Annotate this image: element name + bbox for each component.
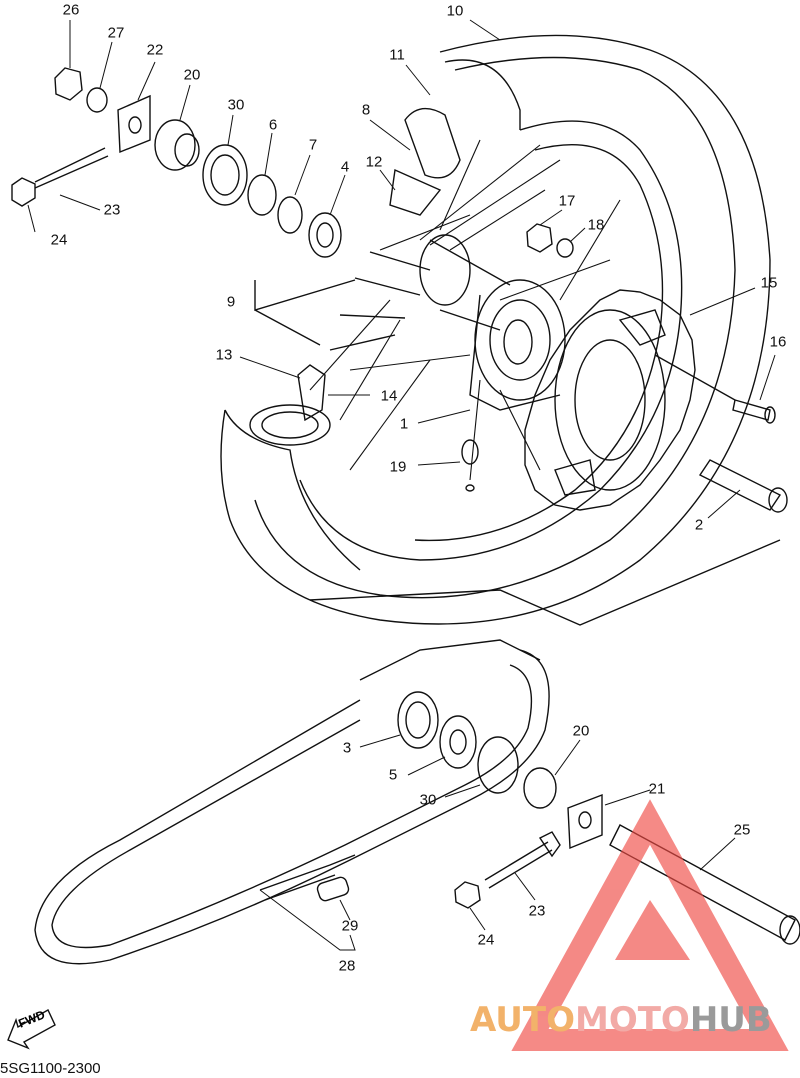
callout-11: 11	[389, 46, 405, 64]
callout-3: 3	[342, 739, 352, 757]
sprocket-nut	[526, 223, 574, 258]
callout-7: 7	[308, 136, 318, 154]
callout-25: 25	[733, 821, 751, 839]
wheel-spokes	[309, 139, 621, 481]
callout-19: 19	[389, 458, 407, 476]
section-divider-2	[359, 639, 541, 681]
left-side-parts	[11, 67, 342, 258]
section-divider	[309, 539, 781, 626]
callout-26: 26	[62, 1, 80, 19]
callout-28: 28	[338, 957, 356, 975]
drive-chain	[34, 649, 550, 965]
callout-30-lower: 30	[419, 791, 437, 809]
rear-axle	[609, 824, 800, 945]
callout-8: 8	[361, 101, 371, 119]
callout-21: 21	[648, 780, 666, 798]
callout-20-lower: 20	[572, 722, 590, 740]
callout-22: 22	[146, 41, 164, 59]
callout-15: 15	[760, 274, 778, 292]
callout-30: 30	[227, 96, 245, 114]
callout-13: 13	[215, 346, 233, 364]
fwd-arrow-icon	[7, 1009, 56, 1050]
spoke-nipples	[254, 251, 431, 351]
callout-23-lower: 23	[528, 902, 546, 920]
rim-lock	[389, 107, 461, 216]
callout-12: 12	[365, 153, 383, 171]
lower-adjuster	[454, 831, 561, 909]
callout-20: 20	[183, 66, 201, 84]
callout-9: 9	[226, 293, 236, 311]
callout-1: 1	[399, 415, 409, 433]
lower-bearings	[397, 691, 603, 850]
axle-spacer	[698, 459, 788, 513]
callout-17: 17	[558, 192, 576, 210]
callout-23: 23	[103, 201, 121, 219]
diagram-code: 5SG1100-2300	[0, 1060, 101, 1077]
callout-18: 18	[587, 216, 605, 234]
watermark-text: AUTOMOTOHUB	[470, 1000, 772, 1040]
callout-2: 2	[694, 516, 704, 534]
callout-24: 24	[50, 231, 68, 249]
valve-parts	[249, 364, 479, 492]
watermark-part-moto: MOTO	[574, 1000, 690, 1040]
watermark-part-auto: AUTO	[470, 1000, 575, 1040]
watermark-part-hub: HUB	[689, 1000, 772, 1040]
watermark-logo	[511, 799, 789, 1051]
callout-16: 16	[769, 333, 787, 351]
callout-6: 6	[268, 116, 278, 134]
callout-29: 29	[341, 917, 359, 935]
callout-4: 4	[340, 158, 350, 176]
callout-14: 14	[380, 387, 398, 405]
callout-10: 10	[446, 2, 464, 20]
callout-24-lower: 24	[477, 931, 495, 949]
callout-5: 5	[388, 766, 398, 784]
sprocket-bolt	[654, 354, 776, 424]
callout-27: 27	[107, 24, 125, 42]
sprocket	[524, 289, 696, 511]
wheel-hub	[419, 234, 566, 411]
leader-lines	[27, 19, 776, 951]
